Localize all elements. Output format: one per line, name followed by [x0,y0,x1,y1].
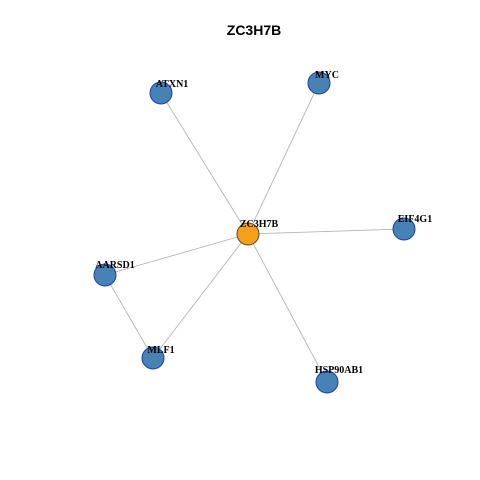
node-aarsd1 [93,263,117,287]
node-layer [93,71,416,394]
node-atxn1 [149,81,173,105]
edge-zc3h7b-myc [247,82,320,235]
edge-zc3h7b-mlf1 [152,233,249,359]
edge-layer [104,82,405,383]
edge-zc3h7b-atxn1 [160,92,249,235]
node-mlf1 [141,346,165,370]
edge-zc3h7b-eif4g1 [247,228,405,235]
node-label-eif4g1: EIF4G1 [398,214,432,225]
node-label-atxn1: ATXN1 [156,79,189,90]
node-hsp90ab1 [315,370,339,394]
node-label-aarsd1: AARSD1 [95,260,134,271]
node-label-zc3h7b: ZC3H7B [240,219,279,230]
edge-zc3h7b-hsp90ab1 [247,233,328,383]
edge-zc3h7b-aarsd1 [104,233,249,276]
node-zc3h7b [236,222,260,246]
node-label-myc: MYC [315,70,339,81]
edge-aarsd1-mlf1 [104,274,154,359]
node-label-mlf1: MLF1 [147,345,174,356]
node-eif4g1 [392,217,416,241]
node-myc [307,71,331,95]
graph-title: ZC3H7B [227,22,281,38]
node-label-hsp90ab1: HSP90AB1 [315,365,363,376]
